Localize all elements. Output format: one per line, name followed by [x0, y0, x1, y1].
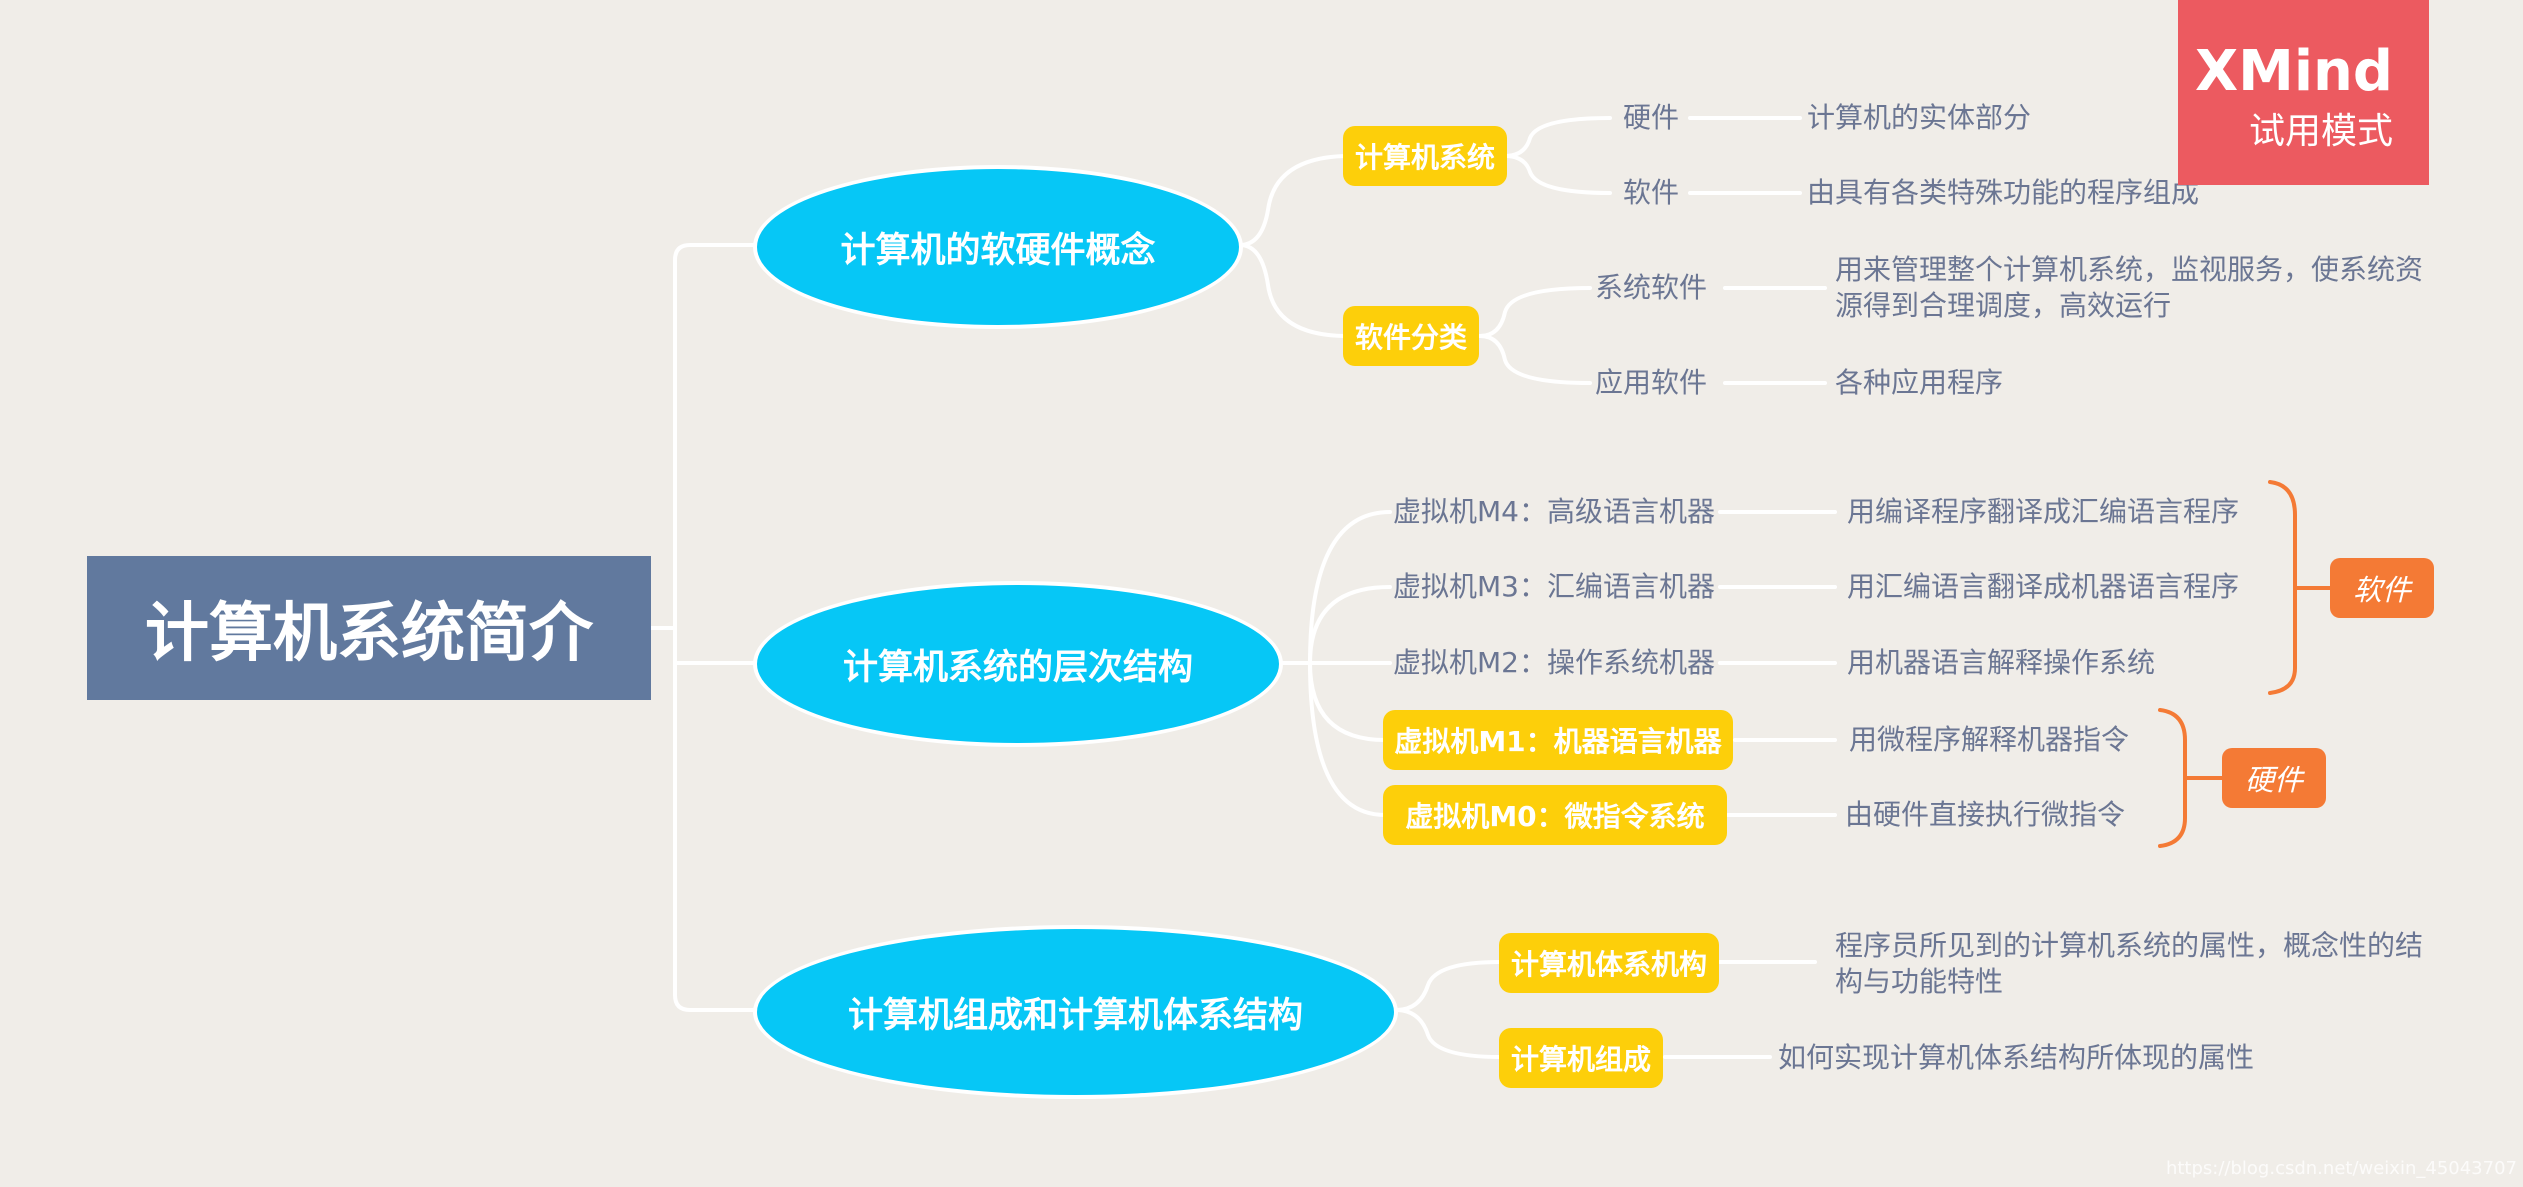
tag-computer-system[interactable]: 计算机系统: [1343, 126, 1507, 186]
item-application-software[interactable]: 应用软件: [1595, 366, 1708, 399]
tag-software-classification[interactable]: 软件分类: [1343, 306, 1479, 366]
desc-m0[interactable]: 由硬件直接执行微指令: [1845, 798, 2126, 831]
desc-software[interactable]: 由具有各类特殊功能的程序组成: [1807, 176, 2200, 209]
desc-m4[interactable]: 用编译程序翻译成汇编语言程序: [1847, 495, 2240, 528]
summary-hardware[interactable]: 硬件: [2222, 748, 2326, 808]
xmind-logo-text: XMind: [2194, 39, 2393, 104]
xmind-trial-badge: XMind 试用模式: [2178, 0, 2429, 185]
tag-computer-architecture[interactable]: 计算机体系机构: [1499, 933, 1719, 993]
desc-computer-organization[interactable]: 如何实现计算机体系结构所体现的属性: [1778, 1041, 2255, 1074]
branch-hierarchy-structure[interactable]: 计算机系统的层次结构: [753, 581, 1283, 747]
desc-m1[interactable]: 用微程序解释机器指令: [1849, 723, 2130, 756]
desc-m2[interactable]: 用机器语言解释操作系统: [1847, 646, 2156, 679]
branch-hardware-software-concept[interactable]: 计算机的软硬件概念: [753, 165, 1243, 329]
level-m3[interactable]: 虚拟机M3：汇编语言机器: [1393, 570, 1715, 603]
item-software[interactable]: 软件: [1623, 176, 1680, 209]
root-topic[interactable]: 计算机系统简介: [87, 556, 651, 700]
item-system-software[interactable]: 系统软件: [1595, 271, 1708, 304]
level-m1[interactable]: 虚拟机M1：机器语言机器: [1383, 710, 1733, 770]
level-m2[interactable]: 虚拟机M2：操作系统机器: [1393, 646, 1715, 679]
item-hardware[interactable]: 硬件: [1623, 101, 1680, 134]
level-m4[interactable]: 虚拟机M4：高级语言机器: [1393, 495, 1715, 528]
watermark: https://blog.csdn.net/weixin_45043707: [2165, 1158, 2517, 1179]
level-m0[interactable]: 虚拟机M0：微指令系统: [1383, 785, 1727, 845]
desc-application-software[interactable]: 各种应用程序: [1835, 366, 2004, 399]
branch-organization-architecture[interactable]: 计算机组成和计算机体系结构: [753, 925, 1398, 1099]
desc-system-software[interactable]: 用来管理整个计算机系统，监视服务，使系统资源得到合理调度，高效运行: [1835, 253, 2424, 322]
desc-m3[interactable]: 用汇编语言翻译成机器语言程序: [1847, 570, 2240, 603]
desc-hardware[interactable]: 计算机的实体部分: [1807, 101, 2032, 134]
tag-computer-organization[interactable]: 计算机组成: [1499, 1028, 1663, 1088]
trial-mode-label: 试用模式: [2248, 111, 2393, 152]
summary-software[interactable]: 软件: [2330, 558, 2434, 618]
desc-computer-architecture[interactable]: 程序员所见到的计算机系统的属性，概念性的结构与功能特性: [1835, 929, 2424, 998]
